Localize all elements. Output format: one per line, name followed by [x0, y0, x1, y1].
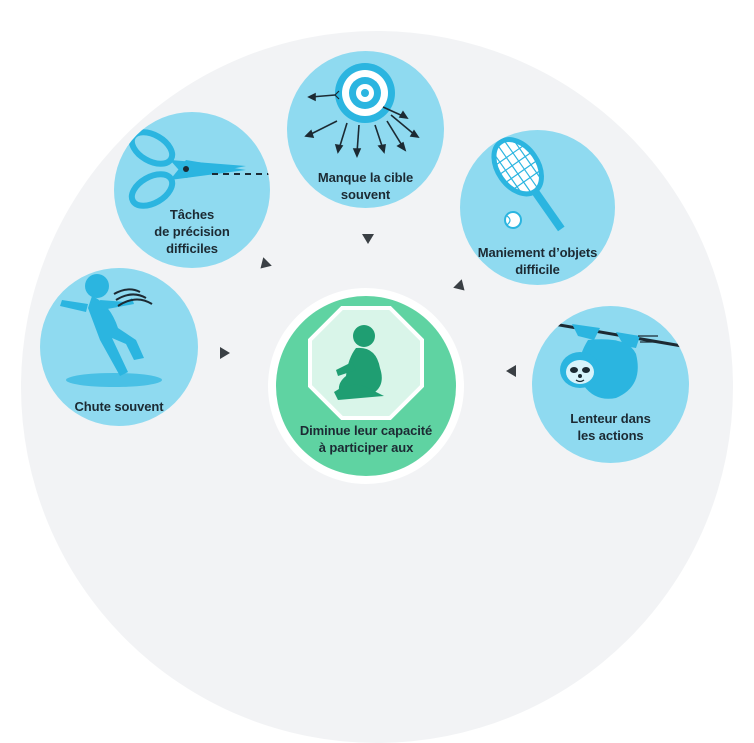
scissors-label-line-3: difficiles	[166, 241, 218, 256]
diagram: Manque la cible souvent Tâches de précis…	[21, 31, 733, 743]
sitting-child-stop-icon	[308, 306, 424, 420]
center-label-line-2: à participer aux	[318, 440, 414, 455]
node-fall: Chute souvent	[40, 268, 198, 426]
arrow-target-to-center	[362, 234, 374, 244]
sloth-icon	[541, 320, 683, 399]
arrow-sloth-to-center	[506, 365, 516, 377]
falling-child-icon	[60, 274, 162, 387]
target-label-line-2: souvent	[340, 187, 391, 202]
arrow-fall-to-center	[220, 347, 230, 359]
scissors-label-line-2: de précision	[154, 224, 230, 239]
target-label-line-1: Manque la cible	[317, 170, 414, 185]
node-center: Diminue leur capacité à participer aux	[276, 296, 456, 476]
node-sloth: Lenteur dans les actions	[532, 306, 689, 463]
node-scissors: Tâches de précision difficiles	[114, 112, 270, 268]
tennis-racket-icon	[491, 137, 565, 232]
scissors-label-line-1: Tâches	[169, 207, 215, 222]
sloth-label-line-1: Lenteur dans	[570, 411, 651, 426]
scissors-icon	[128, 129, 270, 209]
node-racket: Maniement d’objets difficile	[460, 130, 615, 285]
center-label-line-1: Diminue leur capacité	[299, 423, 433, 438]
target-arrows-icon	[304, 63, 420, 159]
sloth-label-line-2: les actions	[577, 428, 644, 443]
racket-label-line-1: Maniement d’objets	[477, 245, 598, 260]
node-target: Manque la cible souvent	[287, 51, 444, 208]
racket-label-line-2: difficile	[515, 262, 560, 277]
fall-label-line-1: Chute souvent	[74, 399, 164, 414]
